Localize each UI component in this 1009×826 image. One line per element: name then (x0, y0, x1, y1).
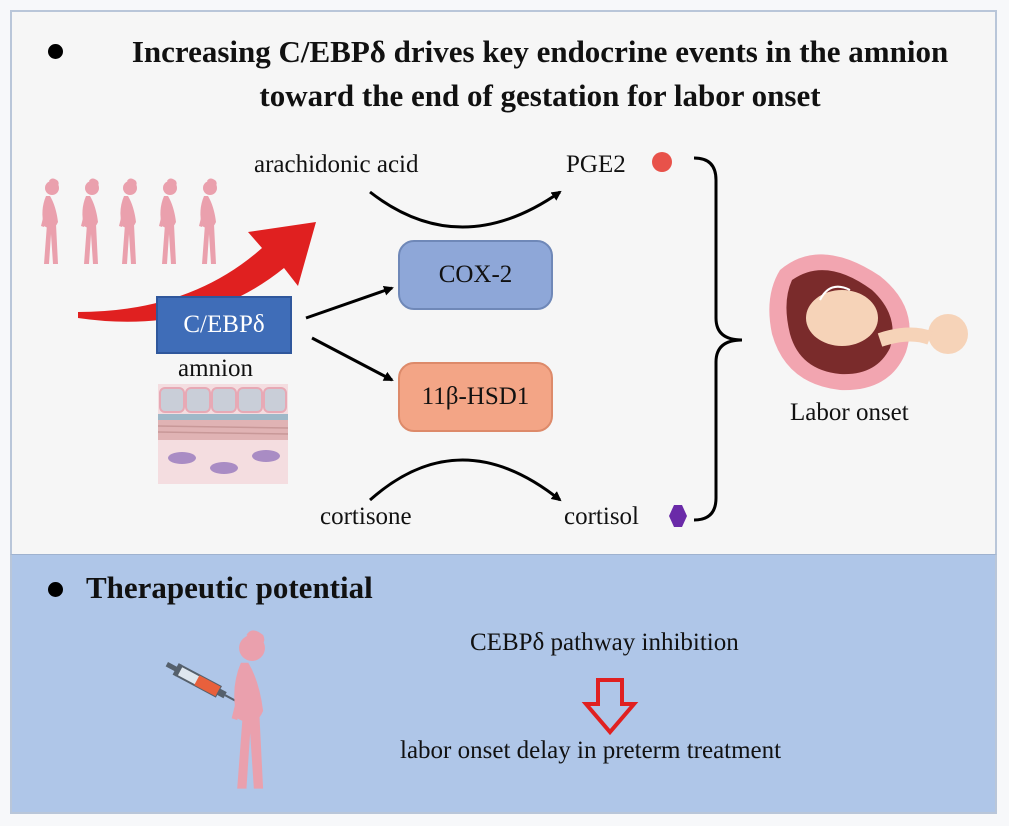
title-bullet (48, 44, 63, 59)
cebp-to-hsd-arrow (311, 336, 394, 382)
inhibition-label: CEBPδ pathway inhibition (470, 629, 739, 656)
hsd1-box: 11β-HSD1 (398, 362, 553, 432)
down-arrow-icon (581, 678, 639, 736)
diagram-title: Increasing C/EBPδ drives key endocrine e… (100, 30, 980, 118)
brace (693, 156, 743, 522)
cebp-label: C/EBPδ (183, 311, 265, 338)
cortisone-to-cortisol-curve (369, 458, 562, 502)
fetus-in-womb-icon (769, 254, 968, 391)
title-line-2: toward the end of gestation for labor on… (259, 78, 821, 113)
amnion-label: amnion (178, 355, 253, 382)
pge2-dot-icon (652, 152, 672, 172)
cortisol-hexagon-icon (669, 505, 687, 527)
cox2-label: COX-2 (438, 261, 513, 288)
therapeutic-panel (10, 554, 997, 814)
title-line-1: Increasing C/EBPδ drives key endocrine e… (131, 34, 949, 69)
aa-to-pge2-curve (369, 190, 562, 229)
arachidonic-acid-label: arachidonic acid (254, 151, 419, 178)
pregnant-woman-large-icon (231, 630, 265, 789)
therapeutic-bullet (48, 582, 63, 597)
cortisol-label: cortisol (564, 503, 639, 530)
labor-onset-label: Labor onset (790, 399, 909, 426)
pge2-label: PGE2 (566, 151, 626, 178)
outcome-label: labor onset delay in preterm treatment (400, 737, 782, 764)
pregnant-woman-icon (41, 178, 217, 264)
hsd1-label: 11β-HSD1 (421, 383, 530, 410)
therapeutic-title: Therapeutic potential (86, 570, 373, 605)
cebp-box: C/EBPδ (156, 296, 292, 354)
amnion-tissue-icon (157, 384, 289, 484)
cox2-box: COX-2 (398, 240, 553, 310)
syringe-icon (165, 662, 240, 704)
cebp-to-cox-arrow (305, 285, 394, 320)
cortisone-label: cortisone (320, 503, 412, 530)
